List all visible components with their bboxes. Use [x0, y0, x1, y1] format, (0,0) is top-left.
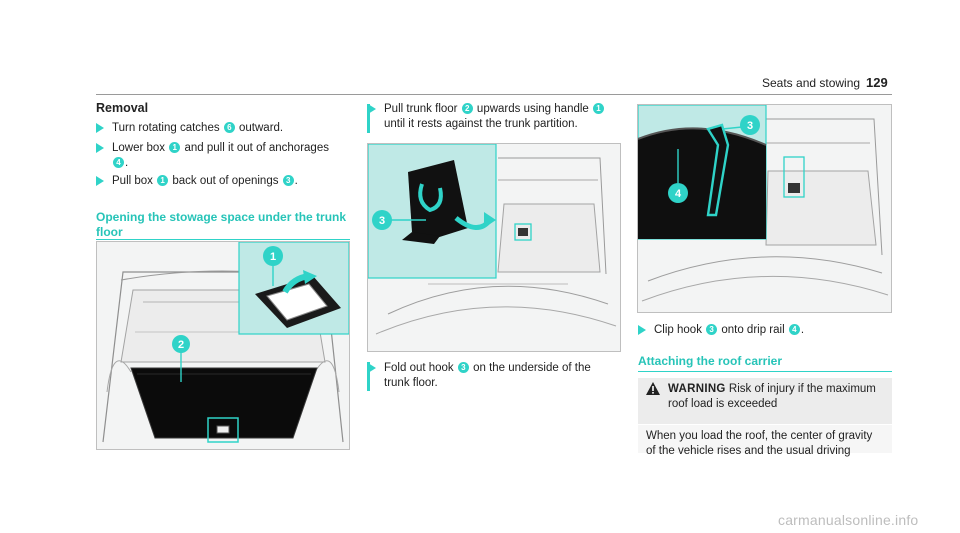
callout-badge: 3 [282, 175, 294, 186]
callout-badge: 3 [457, 362, 469, 373]
callout-badge: 1 [169, 142, 181, 153]
warning-body-box [638, 425, 892, 453]
pull-floor-step: Pull trunk floor 2 upwards using handle … [368, 102, 630, 132]
callout-badge: 4 [788, 324, 800, 335]
svg-text:3: 3 [747, 120, 753, 132]
fold-hook-step: Fold out hook 3 on the underside of the … [368, 361, 630, 391]
drip-rail-figure: 3 4 [637, 104, 892, 313]
callout-3-icon [372, 210, 392, 230]
callout-badge: 1 [157, 175, 169, 186]
callout-badge: 4 [113, 157, 124, 168]
step-indicator-bar [367, 104, 370, 133]
callout-badge: 2 [461, 103, 473, 114]
page-number: 129 [866, 75, 888, 90]
callout-2-icon [172, 335, 190, 353]
removal-heading: Removal [96, 101, 149, 115]
warning-box [638, 378, 892, 424]
callout-badge: 3 [706, 324, 718, 335]
removal-step-3: Pull box 1 back out of openings 3. [96, 174, 346, 189]
opening-heading-rule [96, 239, 350, 240]
warning-body: When you load the roof, the center of gr… [646, 430, 873, 457]
step-arrow-icon [638, 325, 646, 335]
removal-step-2: Lower box 1 and pull it out of anchorage… [96, 141, 356, 171]
callout-1-icon [263, 246, 283, 266]
removal-step-1: Turn rotating catches 6 outward. [96, 121, 346, 136]
step-arrow-icon [368, 104, 376, 114]
hook-foldout-figure: 3 [367, 143, 621, 352]
step-indicator-bar [367, 362, 370, 391]
warning-divider [638, 424, 892, 425]
watermark: carmanualsonline.info [778, 512, 919, 528]
step-arrow-icon [96, 123, 104, 133]
header-rule [96, 94, 892, 95]
warning-triangle-icon [646, 382, 660, 395]
step-arrow-icon [368, 363, 376, 373]
hook-foldout-illustration: 3 [368, 144, 620, 351]
trunk-floor-illustration: 2 1 [97, 242, 349, 449]
svg-text:1: 1 [270, 251, 276, 263]
opening-heading: Opening the stowage space under the trun… [96, 210, 347, 239]
section-title: Seats and stowing [762, 76, 861, 90]
svg-text:4: 4 [675, 188, 682, 200]
trunk-floor-figure: 2 1 [96, 241, 350, 450]
step-arrow-icon [96, 176, 104, 186]
warning-title: WARNING Risk of injury if the maximum ro… [668, 383, 876, 410]
svg-text:3: 3 [379, 215, 385, 227]
callout-badge: 1 [593, 103, 605, 114]
roof-carrier-heading: Attaching the roof carrier [638, 354, 783, 368]
drip-rail-illustration: 3 4 [638, 105, 891, 312]
callout-3-icon [740, 115, 760, 135]
callout-4-icon [668, 183, 688, 203]
svg-text:2: 2 [178, 339, 184, 351]
clip-hook-step: Clip hook 3 onto drip rail 4. [638, 323, 888, 338]
callout-badge: 6 [223, 122, 235, 133]
roof-carrier-heading-rule [638, 371, 892, 372]
step-arrow-icon [96, 143, 104, 153]
